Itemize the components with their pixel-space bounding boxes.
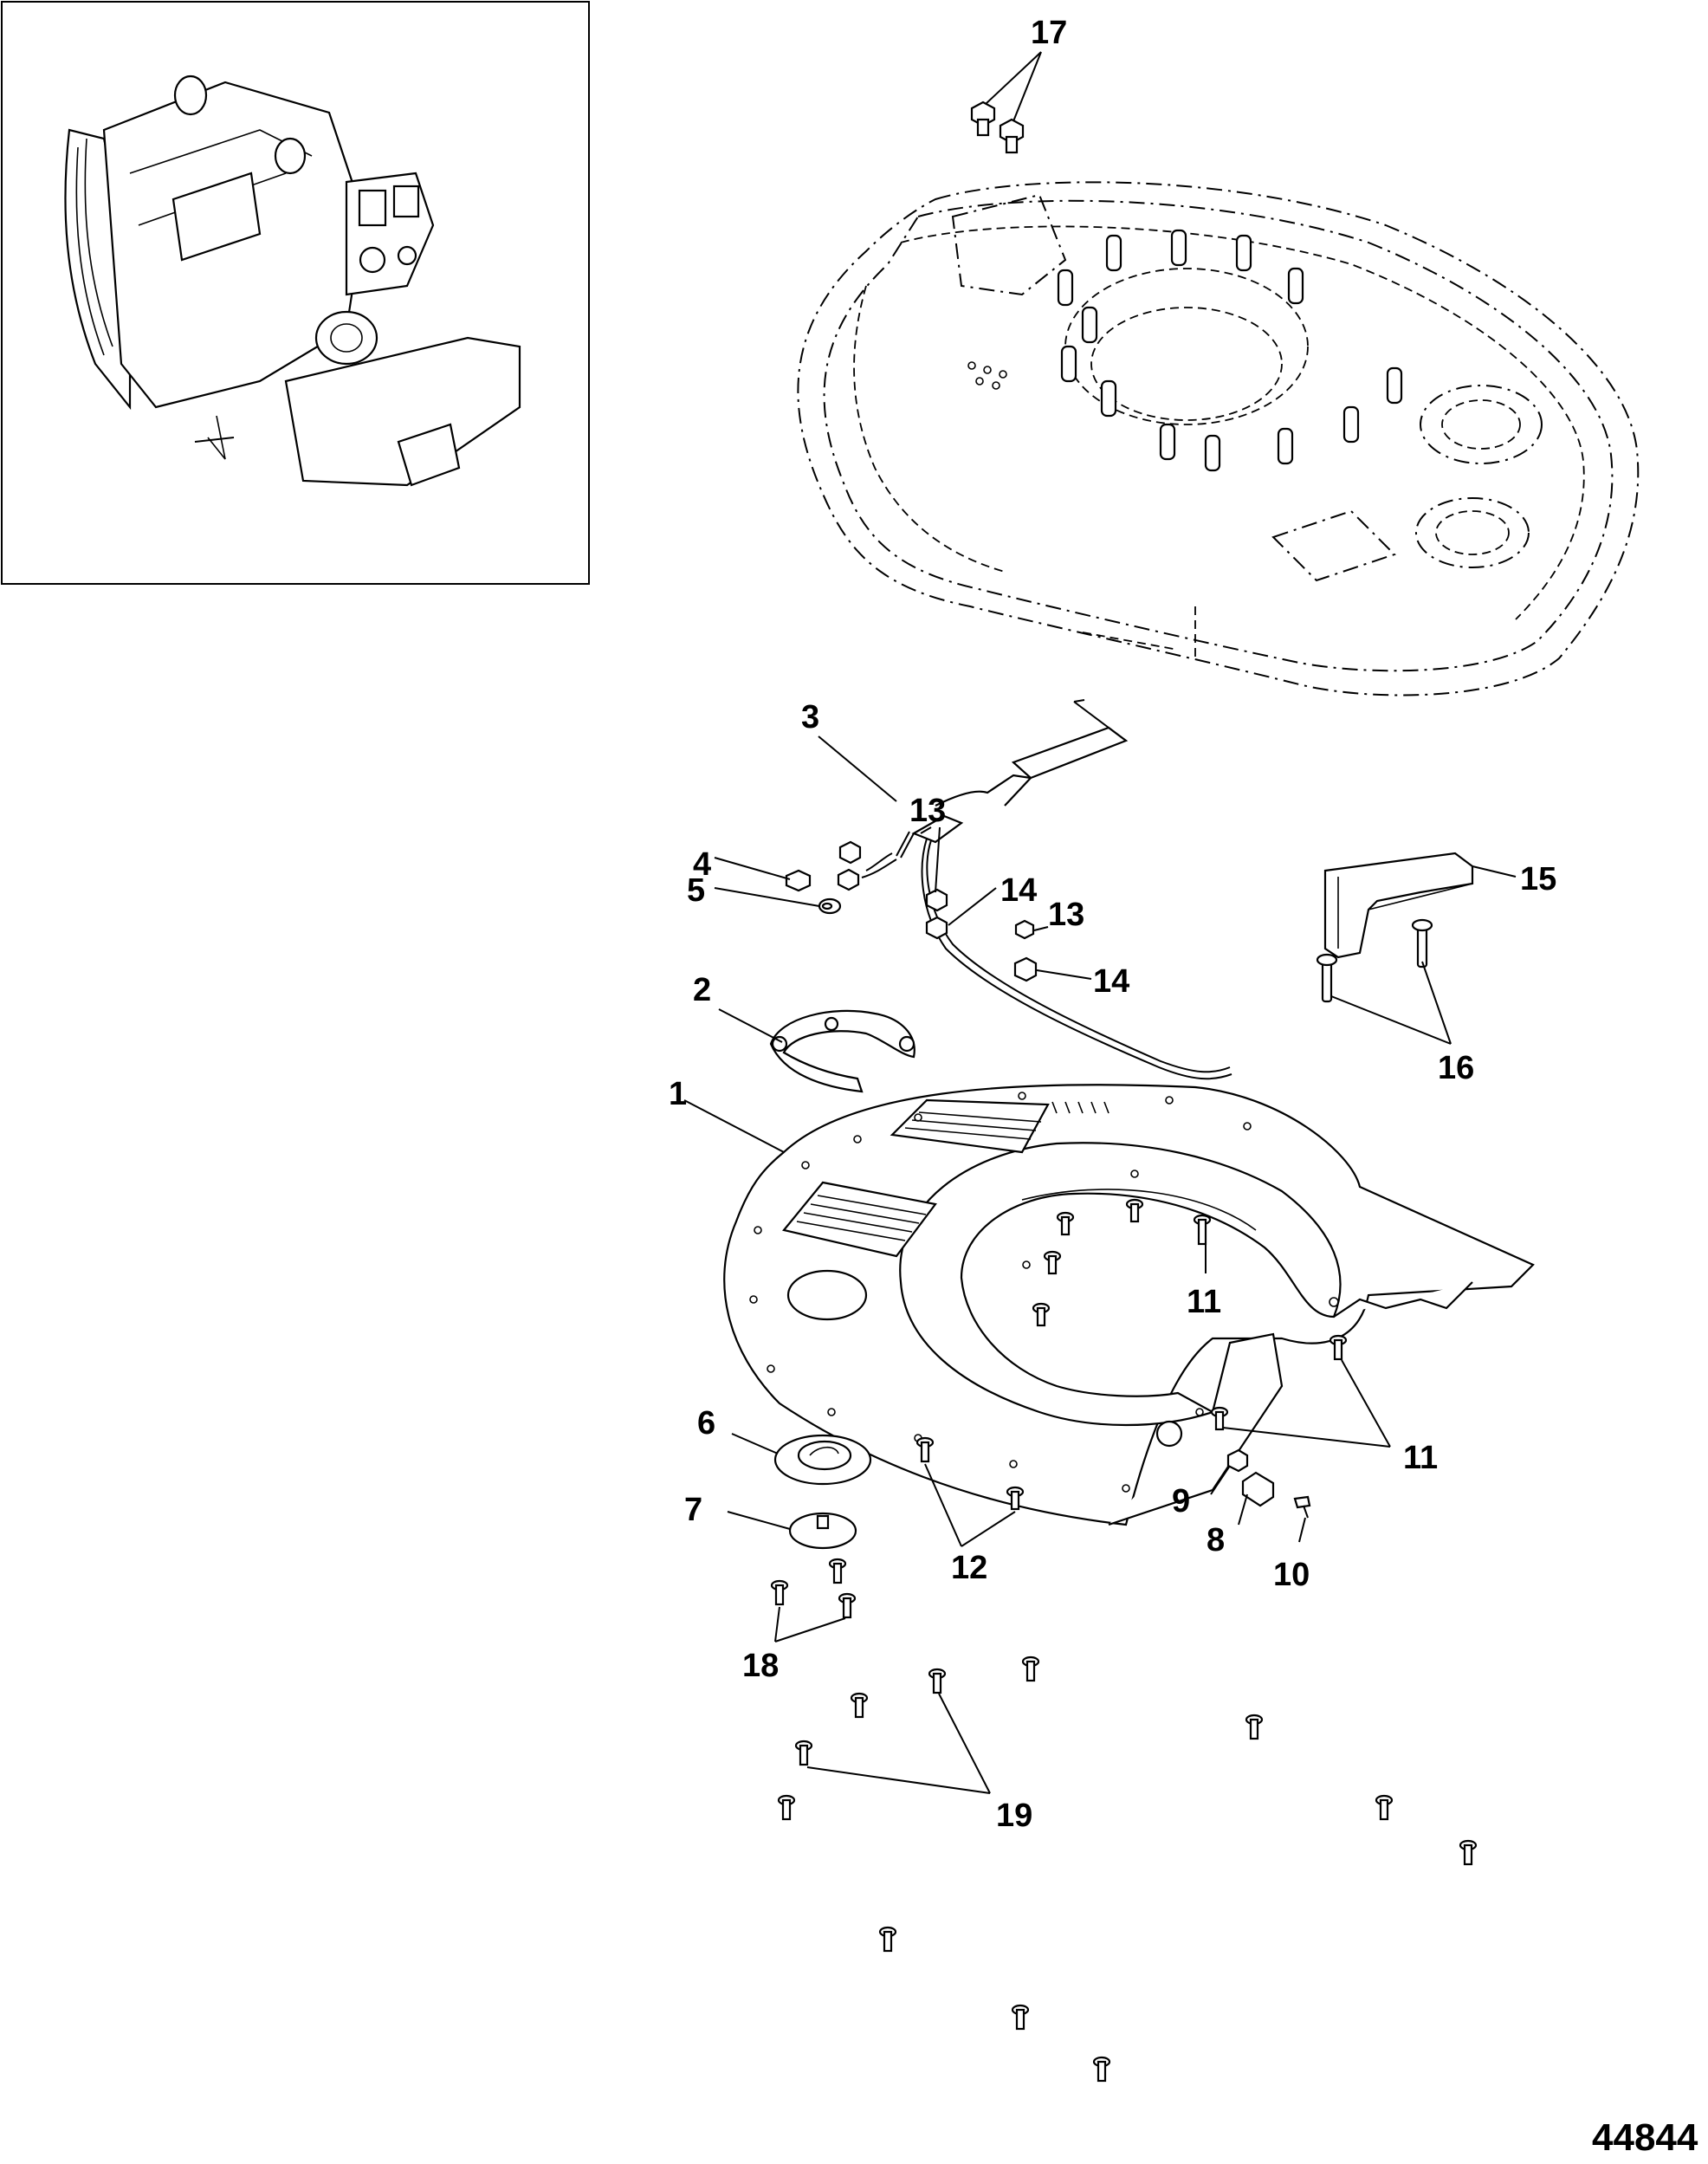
callout-3: 3 xyxy=(801,699,819,735)
callout-14a: 14 xyxy=(1000,872,1037,909)
inspection-cover xyxy=(773,1434,872,1486)
callout-13b: 13 xyxy=(1048,897,1084,933)
callout-16: 16 xyxy=(1438,1050,1474,1086)
callout-5: 5 xyxy=(687,872,705,909)
callout-14b: 14 xyxy=(1093,963,1129,1000)
callout-17: 17 xyxy=(1031,15,1067,51)
callout-11a: 11 xyxy=(1187,1284,1221,1320)
mounting-bracket xyxy=(1323,852,1474,959)
callout-6: 6 xyxy=(697,1405,715,1442)
fastener-screws xyxy=(770,1198,1478,2083)
retaining-clip xyxy=(769,1009,915,1093)
callout-10: 10 xyxy=(1273,1557,1310,1593)
bracket-bolts xyxy=(1316,918,1433,1003)
callout-2: 2 xyxy=(693,972,711,1008)
callout-19: 19 xyxy=(996,1798,1032,1834)
sensor-hardware xyxy=(785,840,1038,982)
transmission-housing-outline xyxy=(797,181,1640,696)
speed-sensor-harness xyxy=(861,699,1232,1080)
callout-8: 8 xyxy=(1207,1522,1225,1558)
inset-assembly-view xyxy=(1,1,590,585)
callout-15: 15 xyxy=(1520,861,1556,897)
figure-number: 44844 xyxy=(1592,2116,1698,2159)
leader-lines xyxy=(683,51,1517,1794)
callout-7: 7 xyxy=(684,1492,702,1528)
flywheel-cover-plate xyxy=(723,1084,1535,1526)
callout-labels: 17 3 4 5 13 14 13 14 15 16 2 1 11 11 6 7… xyxy=(669,15,1556,1834)
callout-9: 9 xyxy=(1172,1483,1190,1519)
housing-bolts xyxy=(970,100,1025,154)
callout-11b: 11 xyxy=(1403,1440,1438,1476)
cover-plug xyxy=(788,1512,857,1550)
callout-4: 4 xyxy=(693,846,711,883)
callout-13a: 13 xyxy=(909,793,946,829)
callout-12: 12 xyxy=(951,1550,987,1586)
callout-1: 1 xyxy=(669,1076,687,1112)
sensor-fitting xyxy=(1226,1448,1311,1519)
callout-18: 18 xyxy=(742,1648,779,1684)
